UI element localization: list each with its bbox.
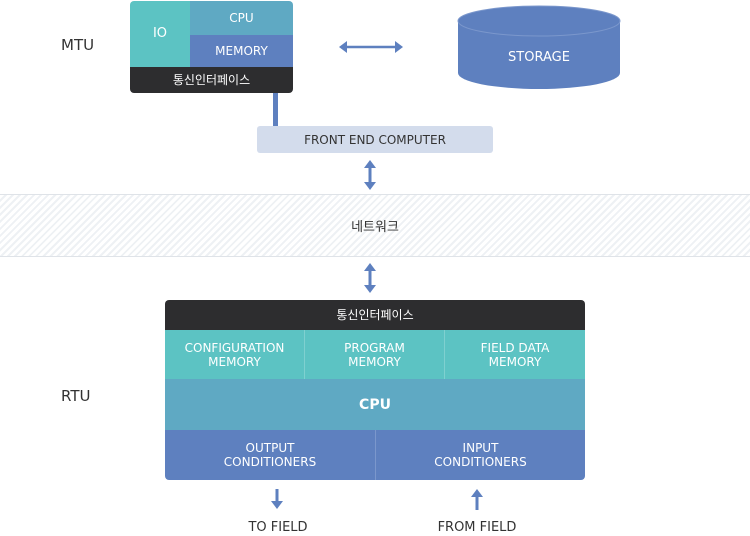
from-field-label: FROM FIELD (437, 520, 517, 535)
network-label: 네트워크 (351, 220, 399, 235)
from-field-arrow (471, 489, 483, 510)
program-memory: PROGRAM MEMORY (305, 330, 445, 379)
network-band (0, 194, 750, 257)
rtu-block: 통신인터페이스 CONFIGURATION MEMORY PROGRAM MEM… (165, 300, 585, 480)
mtu-io: IO (130, 1, 190, 67)
output-conditioners: OUTPUT CONDITIONERS (165, 430, 376, 480)
front-end-network-arrow (364, 160, 376, 190)
mtu-cpu: CPU (190, 1, 293, 35)
to-field-label: TO FIELD (248, 520, 308, 535)
mtu-block: IO CPU MEMORY 통신인터페이스 (130, 1, 293, 93)
rtu-comm-interface: 통신인터페이스 (165, 300, 585, 330)
rtu-label: RTU (61, 387, 91, 405)
storage-label: STORAGE (508, 50, 570, 65)
mtu-connector-line (273, 93, 278, 127)
storage-cylinder (457, 5, 621, 89)
input-conditioners: INPUT CONDITIONERS (376, 430, 585, 480)
to-field-arrow (271, 489, 283, 509)
mtu-comm-interface: 통신인터페이스 (130, 67, 293, 93)
front-end-computer: FRONT END COMPUTER (257, 126, 493, 153)
mtu-memory: MEMORY (190, 35, 293, 67)
mtu-storage-arrow (339, 41, 403, 53)
network-rtu-arrow (364, 263, 376, 293)
mtu-label: MTU (61, 36, 95, 54)
field-data-memory: FIELD DATA MEMORY (445, 330, 585, 379)
rtu-cpu: CPU (165, 379, 585, 430)
configuration-memory: CONFIGURATION MEMORY (165, 330, 305, 379)
